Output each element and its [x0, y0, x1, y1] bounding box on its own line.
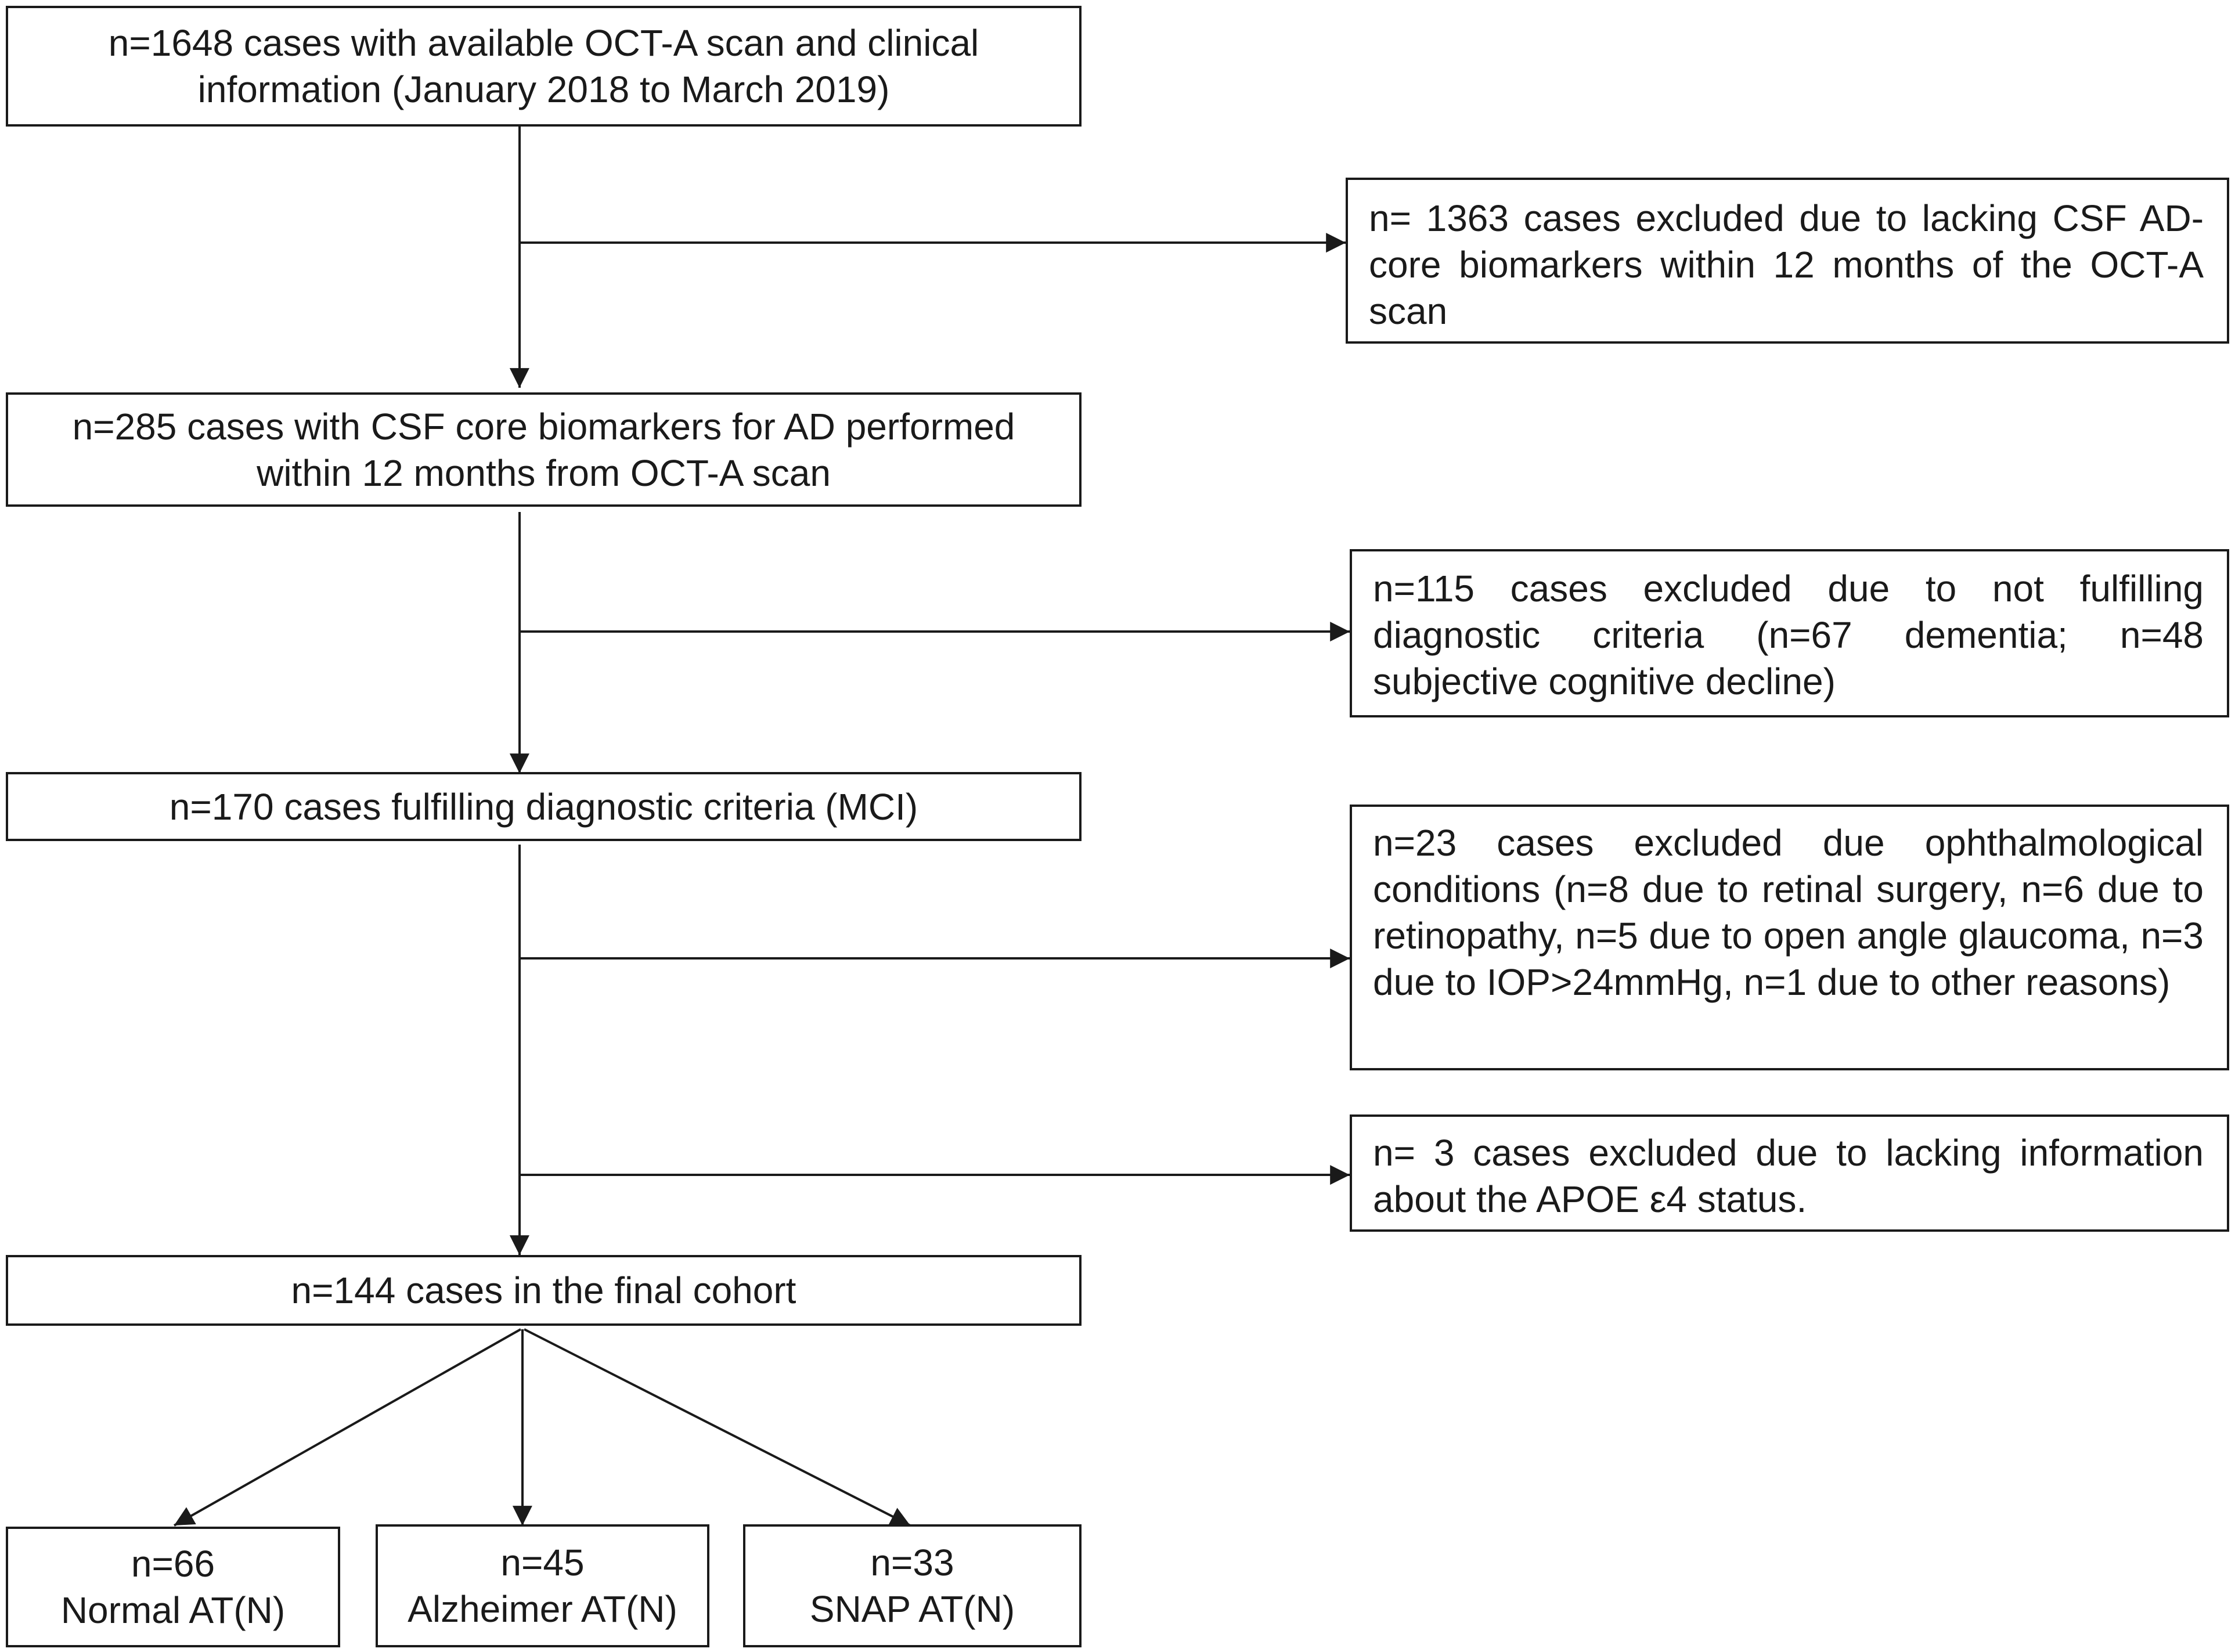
exclusion-box-csf: n= 1363 cases excluded due to lacking CS…: [1346, 178, 2229, 344]
exclusion-box-diagnostic: n=115 cases excluded due to not fulfilli…: [1350, 549, 2229, 717]
step-diagnostic-criteria-box: n=170 cases fulfilling diagnostic criter…: [6, 772, 1082, 841]
group-box-snap: n=33 SNAP AT(N): [743, 1524, 1082, 1647]
step-available-cases-line2: information (January 2018 to March 2019): [197, 68, 890, 110]
group-normal-label: Normal AT(N): [60, 1589, 286, 1631]
exclusion-csf-text: n= 1363 cases excluded due to lacking CS…: [1369, 197, 2204, 332]
exclusion-diagnostic-text: n=115 cases excluded due to not fulfilli…: [1373, 568, 2204, 702]
group-snap-label: SNAP AT(N): [809, 1588, 1015, 1630]
group-alzheimer-label: Alzheimer AT(N): [408, 1588, 677, 1630]
step-csf-biomarkers-line1: n=285 cases with CSF core biomarkers for…: [72, 405, 1015, 448]
step-final-cohort-box: n=144 cases in the final cohort: [6, 1255, 1082, 1326]
exclusion-apoe-text: n= 3 cases excluded due to lacking infor…: [1373, 1132, 2204, 1220]
group-normal-count: n=66: [131, 1543, 215, 1585]
group-box-normal: n=66 Normal AT(N): [6, 1527, 340, 1647]
group-alzheimer-count: n=45: [500, 1542, 585, 1584]
exclusion-ophthalmological-text: n=23 cases excluded due ophthalmological…: [1373, 822, 2204, 1003]
arrow-to-normal-group: [174, 1328, 521, 1527]
step-available-cases-line1: n=1648 cases with available OCT-A scan a…: [108, 22, 979, 64]
step-csf-biomarkers-line2: within 12 months from OCT-A scan: [257, 452, 831, 494]
step-diagnostic-criteria-text: n=170 cases fulfilling diagnostic criter…: [169, 785, 918, 828]
arrow-to-snap-group: [524, 1328, 911, 1527]
group-box-alzheimer: n=45 Alzheimer AT(N): [376, 1524, 709, 1647]
exclusion-box-apoe: n= 3 cases excluded due to lacking infor…: [1350, 1114, 2229, 1232]
step-csf-biomarkers-box: n=285 cases with CSF core biomarkers for…: [6, 392, 1082, 507]
exclusion-box-ophthalmological: n=23 cases excluded due ophthalmological…: [1350, 805, 2229, 1070]
group-snap-count: n=33: [870, 1542, 954, 1584]
step-available-cases-box: n=1648 cases with available OCT-A scan a…: [6, 6, 1082, 127]
step-final-cohort-text: n=144 cases in the final cohort: [291, 1269, 796, 1311]
